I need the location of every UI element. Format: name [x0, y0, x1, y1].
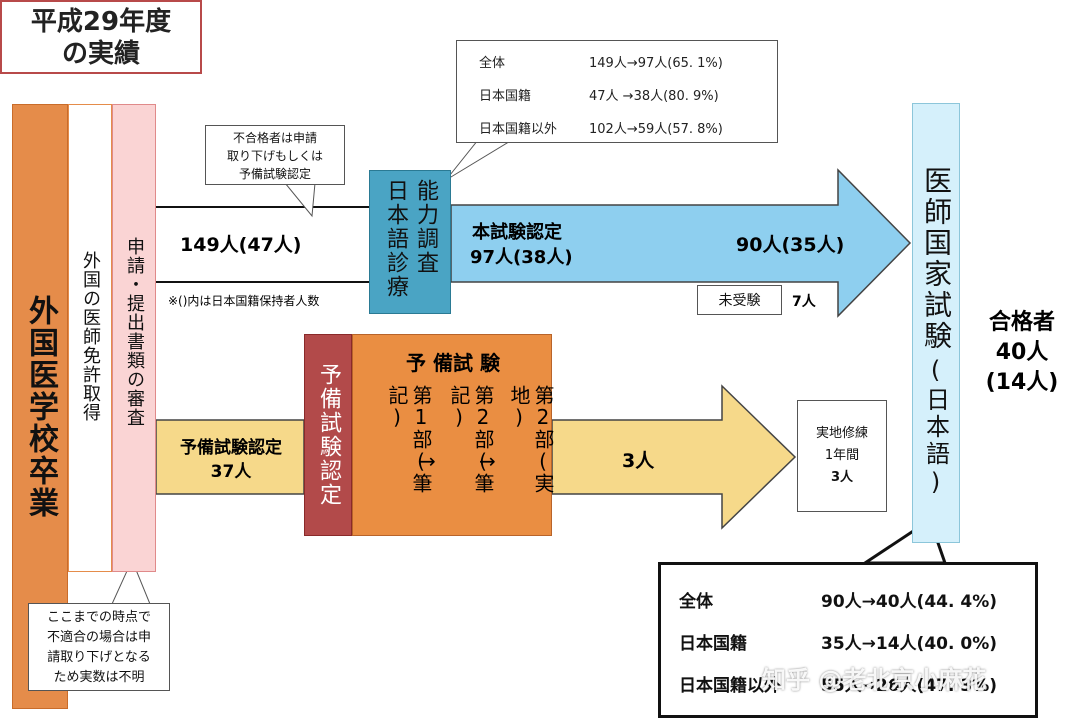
passers-jp: (14人) [985, 370, 1059, 395]
training-count: 3人 [830, 470, 854, 485]
training-line1: 実地修練 [815, 426, 868, 441]
watermark: 知乎 @老北京小麻花 [762, 666, 987, 694]
prelim-arrow-tail [155, 419, 305, 495]
prelim-red-label: 予備試験認定 [316, 363, 341, 507]
prelim-arrow-2: → [479, 449, 496, 473]
result-label-1: 日本国籍 [679, 634, 747, 654]
prelim-title: 予 備試 験 [406, 351, 500, 375]
passers-block: 合格者 40人 (14人) [972, 308, 1072, 398]
top-callout-value-0: 149人→97人(65. 1%) [589, 56, 723, 71]
review-column: 申請・提出書類の審査 [112, 104, 156, 572]
review-label: 申請・提出書類の審査 [124, 237, 145, 427]
bottom-callout: ここまでの時点で 不適合の場合は申 請取り下げとなる ため実数は不明 [28, 603, 170, 691]
result-value-1: 35人→14人(40. 0%) [821, 634, 997, 654]
top-callout-label-0: 全体 [479, 56, 506, 71]
prelim-cert-label: 予備試験認定 [180, 438, 282, 458]
exam-main-label: 医師国家試験 [920, 166, 953, 352]
passers-count: 40人 [995, 340, 1049, 365]
jlp-box: 日本語診療 能力調査 [369, 170, 451, 314]
top-callout-label-2: 日本国籍以外 [479, 122, 558, 137]
main-arrow [450, 168, 912, 318]
fail-callout-pointer [283, 182, 316, 218]
result-label-0: 全体 [679, 592, 713, 612]
top-callout: 全体 149人→97人(65. 1%) 日本国籍 47人 →38人(80. 9%… [456, 40, 778, 143]
not-taken-box: 未受験 [697, 285, 782, 315]
prelim-part-2: 第2部(筆記) [447, 385, 495, 493]
jlp-col1: 日本語診療 [383, 179, 408, 299]
prelim-result-count: 3人 [622, 450, 655, 472]
jlp-col2: 能力調査 [413, 179, 438, 275]
main-cert-label: 本試験認定 [472, 222, 562, 243]
title-line1: 平成29年度 [30, 7, 172, 37]
training-box: 実地修練 1年間 3人 [797, 400, 887, 512]
top-callout-pointer [445, 139, 514, 181]
national-exam-column: 医師国家試験 (日本語) [912, 103, 960, 543]
result-label-2: 日本国籍以外 [679, 676, 781, 696]
result-table: 全体 90人→40人(44. 4%) 日本国籍 35人→14人(40. 0%) … [658, 562, 1038, 718]
title-box: 平成29年度 の実績 [0, 0, 202, 74]
fail-callout-line3: 予備試験認定 [238, 167, 311, 181]
bottom-callout-line3: 請取り下げとなる [47, 650, 151, 665]
top-callout-value-2: 102人→59人(57. 8%) [589, 122, 723, 137]
bottom-callout-line1: ここまでの時点で [46, 610, 151, 625]
prelim-part-3: 第2部(実地) [507, 385, 555, 493]
prelim-cert-block: 予備試験認定 37人 [160, 436, 302, 484]
fail-callout-line2: 取り下げもしくは [226, 149, 323, 163]
applicants-count: 149人(47人) [180, 234, 302, 256]
prelim-arrow [551, 384, 797, 530]
title-line2: の実績 [61, 39, 140, 69]
not-taken-label: 未受験 [718, 293, 761, 309]
top-callout-label-1: 日本国籍 [479, 89, 532, 104]
prelim-part-1: 第1部(筆記) [385, 385, 433, 493]
prelim-exam-box: 予 備試 験 第1部(筆記) → 第2部(筆記) → 第2部(実地) [352, 334, 555, 536]
result-value-0: 90人→40人(44. 4%) [821, 592, 997, 612]
bottom-callout-line4: ため実数は不明 [53, 670, 145, 685]
note-text: ※()内は日本国籍保持者人数 [168, 294, 320, 308]
exam-sub-label: (日本語) [921, 356, 950, 499]
top-callout-value-1: 47人 →38人(80. 9%) [589, 89, 719, 104]
prelim-arrow-1: → [419, 449, 436, 473]
fail-callout: 不合格者は申請 取り下げもしくは 予備試験認定 [205, 125, 345, 185]
bottom-callout-line2: 不適合の場合は申 [46, 630, 151, 645]
license-label: 外国の医師免許取得 [80, 251, 101, 422]
prelim-cert-count: 37人 [210, 462, 252, 482]
result-value-2: 55人→26人(47. 3%) [821, 676, 997, 696]
graduation-label: 外国医学校卒業 [23, 294, 58, 519]
prelim-cert-box: 予備試験認定 [304, 334, 352, 536]
license-column: 外国の医師免許取得 [68, 104, 112, 572]
main-cert-count: 97人(38人) [470, 247, 573, 268]
main-result-count: 90人(35人) [736, 234, 845, 256]
training-line2: 1年間 [824, 448, 860, 463]
fail-callout-line1: 不合格者は申請 [232, 131, 317, 145]
not-taken-count: 7人 [792, 294, 816, 310]
passers-label: 合格者 [988, 310, 1055, 335]
